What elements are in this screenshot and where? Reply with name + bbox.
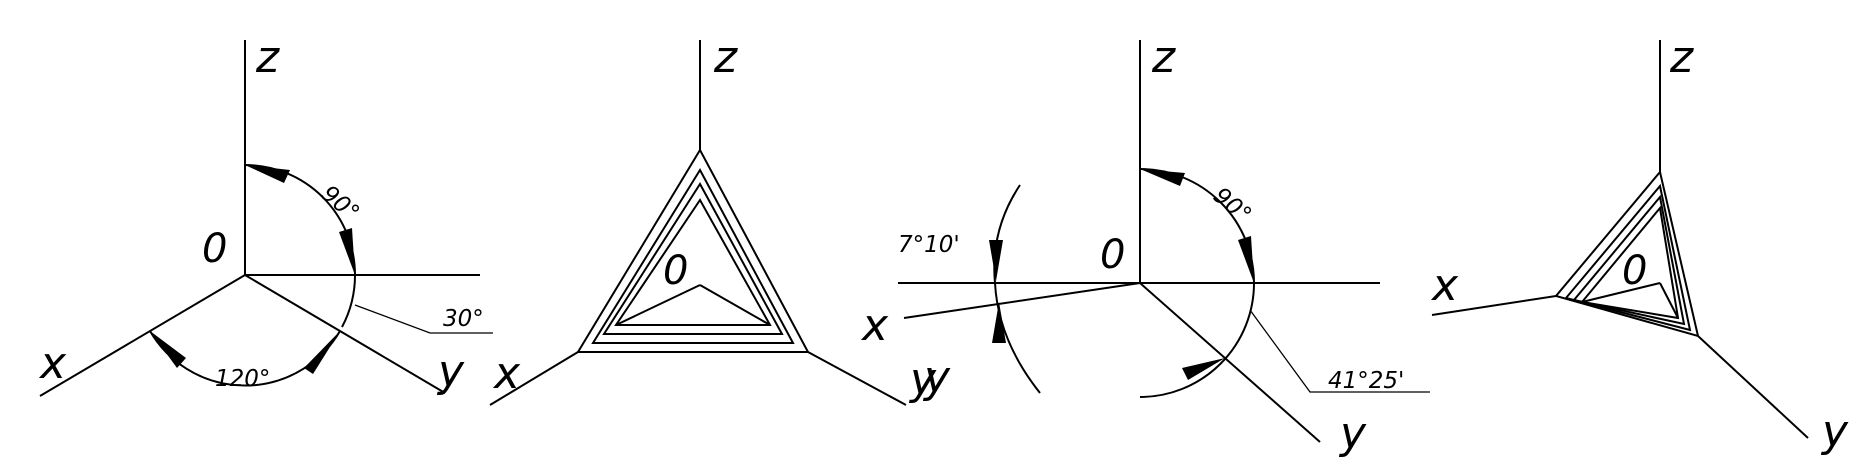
arrowhead (1238, 236, 1254, 283)
arrowhead (245, 165, 290, 183)
triangle-3 (602, 182, 784, 335)
triangle-3 (1572, 194, 1686, 326)
x-axis (39, 274, 246, 397)
x-axis (489, 351, 579, 406)
figure-dimetric-triangles: z 0 x y (1430, 32, 1849, 457)
angle-label-7: 7°10' (898, 232, 960, 258)
leader-line-41 (1249, 309, 1430, 393)
origin-label: 0 (1622, 248, 1647, 294)
triangle-2 (1564, 183, 1692, 332)
angle-label-30: 30° (443, 306, 484, 332)
figure-isometric-angles: z 0 x y 90° 30° 120° (38, 32, 493, 397)
angle-label-120: 120° (215, 366, 270, 392)
y-axis (1139, 282, 1321, 443)
x-axis (1431, 295, 1557, 316)
x-axis-label: x (1430, 260, 1459, 311)
angle-label-41: 41°25' (1328, 368, 1404, 394)
triangle-outer (576, 147, 810, 353)
y-axis-end-label: y (1338, 408, 1367, 459)
angle-label-90: 90° (316, 181, 364, 227)
arrowhead (339, 228, 355, 275)
z-axis-label: z (255, 32, 280, 83)
arrowhead (1140, 169, 1185, 186)
triangle-2 (591, 168, 795, 344)
arrowhead (304, 331, 340, 374)
arrowhead (989, 240, 1003, 281)
triangle-outer (1554, 169, 1700, 338)
y-axis-label: y (908, 354, 937, 405)
origin-label: 0 (1100, 232, 1125, 278)
figure-isometric-triangles: z 0 x y (489, 32, 937, 406)
y-axis-label: y (922, 352, 951, 403)
arrowhead (1182, 358, 1225, 380)
figure-dimetric-angles: z 0 x y y 90° 7°10' 41°25' (860, 32, 1430, 459)
inner-x-axis (1581, 282, 1661, 303)
x-axis-label: x (860, 300, 889, 351)
inner-x-axis (615, 284, 701, 326)
x-axis-label: x (38, 338, 67, 389)
angle-label-90: 90° (1208, 183, 1256, 229)
inner-y-axis (1659, 282, 1679, 319)
z-axis-label: z (1669, 32, 1694, 83)
z-axis-label: z (1151, 32, 1176, 83)
z-axis-label: z (713, 32, 738, 83)
y-axis (807, 351, 907, 406)
y-axis (1697, 335, 1809, 439)
y-axis (244, 274, 446, 394)
y-axis-label: y (1820, 406, 1849, 457)
x-axis (903, 282, 1141, 319)
origin-label: 0 (202, 226, 227, 272)
triangle-inner (1580, 205, 1680, 320)
angle-arc-30 (341, 274, 357, 328)
angle-arc-90 (244, 164, 356, 276)
y-axis-label: y (436, 346, 465, 397)
inner-y-axis (699, 284, 771, 326)
leader-line-30 (354, 304, 493, 334)
angle-arc-41 (1139, 282, 1255, 398)
angle-arc-7 (993, 184, 1041, 394)
arrowhead (150, 331, 186, 368)
origin-label: 0 (663, 248, 688, 294)
triangle-inner (614, 198, 772, 326)
x-axis-label: x (492, 348, 521, 399)
arrowhead (992, 302, 1006, 343)
